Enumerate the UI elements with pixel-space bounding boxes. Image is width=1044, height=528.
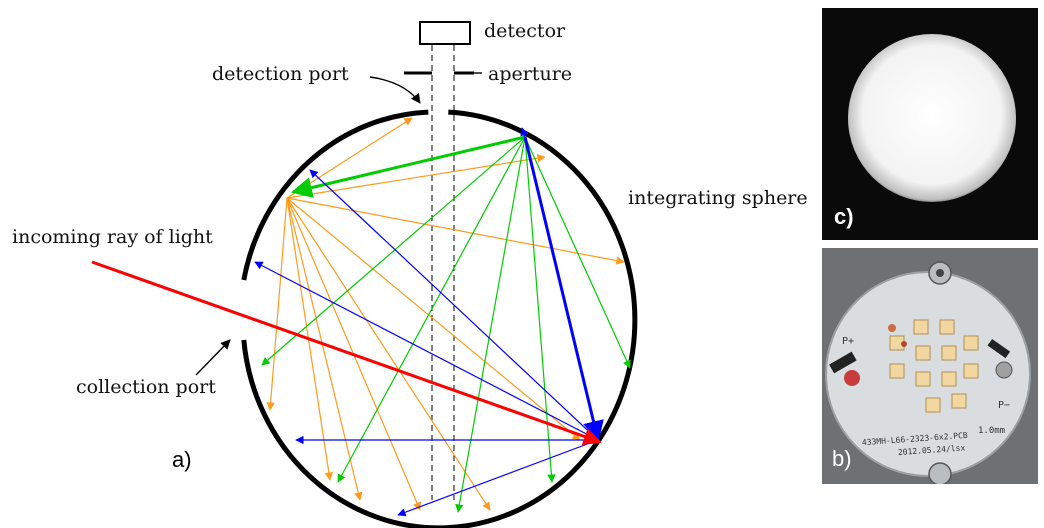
photo-led-board: P+ P− 1.0mm 433MH-L66-2323-6x2.PCB 2012.…	[822, 248, 1038, 484]
incoming-ray	[91, 260, 602, 446]
led-pcb-image: P+ P− 1.0mm 433MH-L66-2323-6x2.PCB 2012.…	[822, 248, 1038, 484]
collection-port-pointer	[195, 339, 231, 376]
panel-label-c: c)	[834, 204, 854, 229]
label-incoming-ray: incoming ray of light	[12, 226, 213, 248]
label-detector: detector	[484, 20, 566, 42]
integrating-sphere-outline	[241, 109, 638, 528]
green-rays	[261, 135, 631, 513]
label-detection-port: detection port	[212, 63, 349, 85]
detection-port-pointer	[369, 76, 421, 104]
detector-box	[419, 21, 471, 45]
glowing-port-image	[822, 8, 1038, 240]
label-integrating-sphere: integrating sphere	[628, 187, 808, 209]
photo-sphere-port-light: c)	[822, 8, 1038, 240]
pcb-text-p-plus: P+	[842, 336, 854, 347]
label-aperture: aperture	[488, 63, 572, 85]
integrating-sphere-diagram: detector detection port aperture integra…	[12, 20, 808, 528]
orange-rays	[266, 117, 625, 511]
pcb-text-thickness: 1.0mm	[978, 426, 1005, 436]
screw-bottom	[928, 462, 952, 484]
pcb-text-p-minus: P−	[998, 400, 1010, 411]
panel-label-b: b)	[832, 446, 852, 471]
blue-rays	[254, 127, 604, 517]
panel-label-a: a)	[172, 447, 192, 472]
label-collection-port: collection port	[76, 376, 216, 398]
